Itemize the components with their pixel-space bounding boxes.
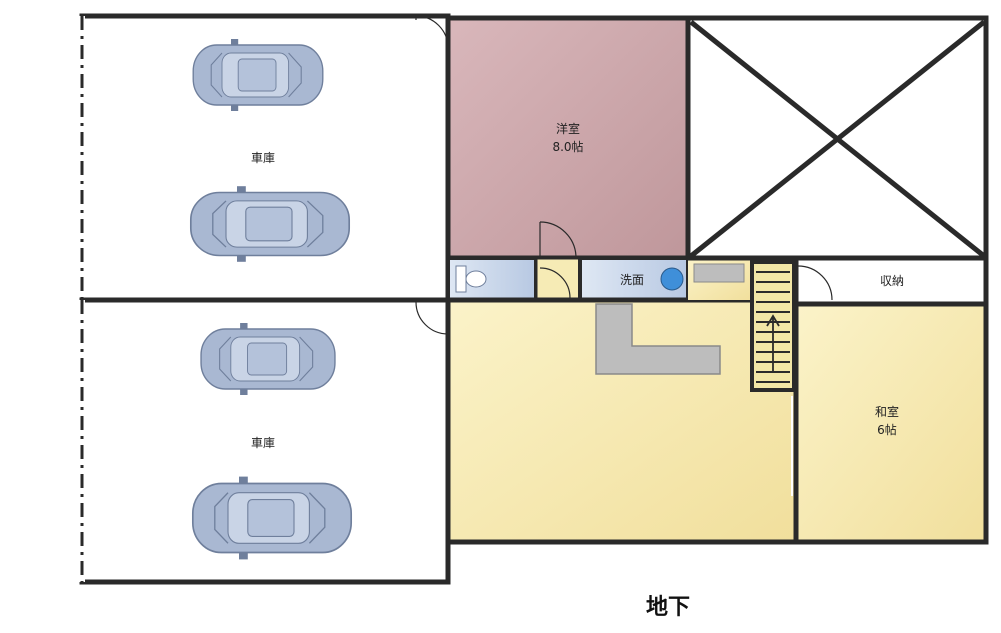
garage-top-label: 車庫 — [251, 151, 275, 165]
washroom-label: 洗面 — [620, 273, 644, 287]
storage-label: 収納 — [880, 274, 904, 288]
door-swing — [539, 267, 571, 299]
japanese-room — [793, 301, 989, 545]
stair-arrow-icon — [766, 314, 780, 372]
kitchen-counter — [595, 303, 721, 375]
hall-corridor — [534, 256, 582, 302]
floor-name: 地下 — [646, 595, 690, 620]
door-swing — [415, 301, 449, 335]
western-room-size: 8.0帖 — [552, 139, 583, 154]
car-icon — [191, 475, 353, 561]
western-room — [445, 15, 691, 261]
door-swing — [797, 265, 833, 301]
car-icon — [189, 185, 351, 263]
car-icon — [192, 38, 324, 112]
sink-icon — [660, 267, 684, 291]
japanese-room-label: 和室 — [875, 404, 899, 419]
kitchen-sink-icon — [693, 263, 745, 283]
western-room-label: 洋室 — [556, 121, 580, 136]
storage-room — [793, 255, 989, 307]
toilet-icon — [455, 265, 467, 293]
door-swing — [539, 221, 577, 259]
car-icon — [200, 322, 336, 396]
japanese-room-size: 6帖 — [877, 422, 897, 437]
garage-bottom-label: 車庫 — [251, 436, 275, 450]
